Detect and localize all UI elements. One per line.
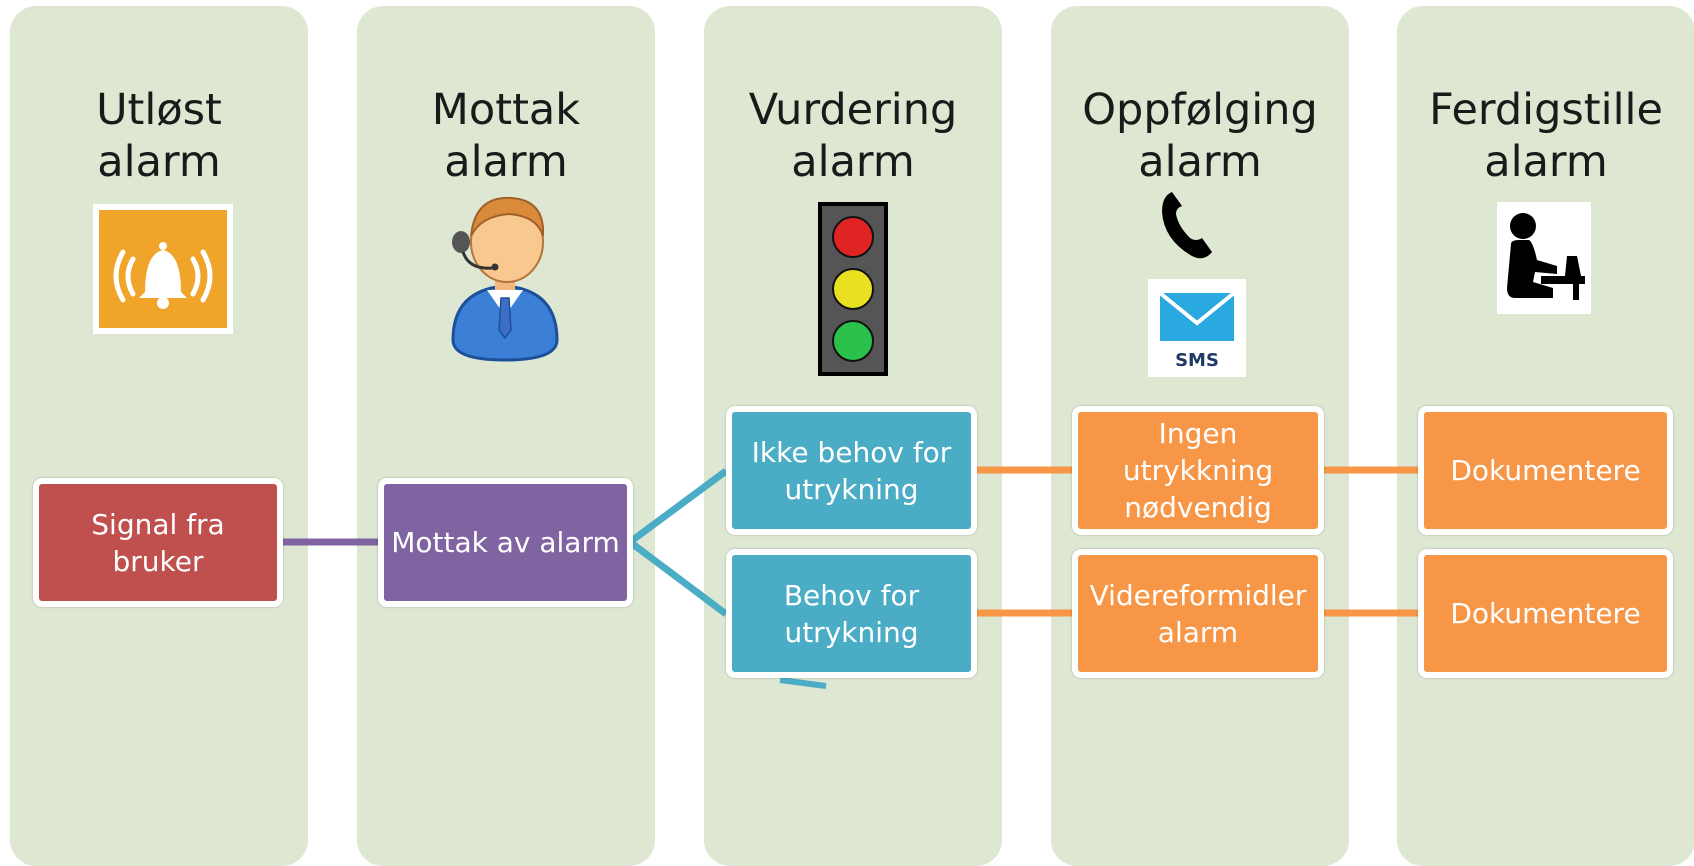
- connector-mottak-branch: [624, 468, 729, 617]
- lane-title-line2: alarm: [97, 137, 221, 187]
- lane-title-line1: Utløst: [96, 85, 222, 135]
- phone-icon: [1162, 192, 1212, 259]
- box-signal-fra-bruker: Signal fra bruker: [33, 478, 283, 607]
- alarm-bell-icon: [93, 204, 233, 334]
- lane-title: Utløst alarm: [10, 84, 308, 188]
- box-ikke-behov-for-utrykning: Ikke behov for utrykning: [726, 406, 977, 535]
- traffic-light-icon: [818, 202, 888, 376]
- lane-title: Vurdering alarm: [704, 84, 1002, 188]
- box-behov-for-utrykning: Behov for utrykning: [726, 549, 977, 678]
- lane-title-line1: Vurdering: [748, 85, 958, 135]
- operator-headset-icon: [451, 196, 559, 362]
- lane-title: Mottak alarm: [357, 84, 655, 188]
- lane-title-line2: alarm: [791, 137, 915, 187]
- lane-mottak: Mottak alarm: [357, 6, 655, 866]
- lane-title-line2: alarm: [1484, 137, 1608, 187]
- lane-title: Oppfølging alarm: [1051, 84, 1349, 188]
- lane-title-line2: alarm: [1138, 137, 1262, 187]
- sms-label: SMS: [1175, 350, 1219, 371]
- box-videreformidler-alarm: Videreformidler alarm: [1072, 549, 1324, 678]
- lane-title-line1: Ferdigstille: [1429, 85, 1663, 135]
- lane-title-line2: alarm: [444, 137, 568, 187]
- lane-title: Ferdigstille alarm: [1397, 84, 1694, 188]
- person-at-desk-icon: [1497, 202, 1591, 314]
- sms-envelope-icon: SMS: [1148, 279, 1246, 377]
- lane-title-line1: Oppfølging: [1082, 85, 1318, 135]
- lane-title-line1: Mottak: [431, 85, 581, 135]
- box-dokumentere-1: Dokumentere: [1418, 406, 1673, 535]
- lane-utlost: Utløst alarm: [10, 6, 308, 866]
- connector-tail: [779, 677, 827, 689]
- box-ingen-utrykkning-nodvendig: Ingen utrykkning nødvendig: [1072, 406, 1324, 535]
- box-mottak-av-alarm: Mottak av alarm: [378, 478, 633, 607]
- box-dokumentere-2: Dokumentere: [1418, 549, 1673, 678]
